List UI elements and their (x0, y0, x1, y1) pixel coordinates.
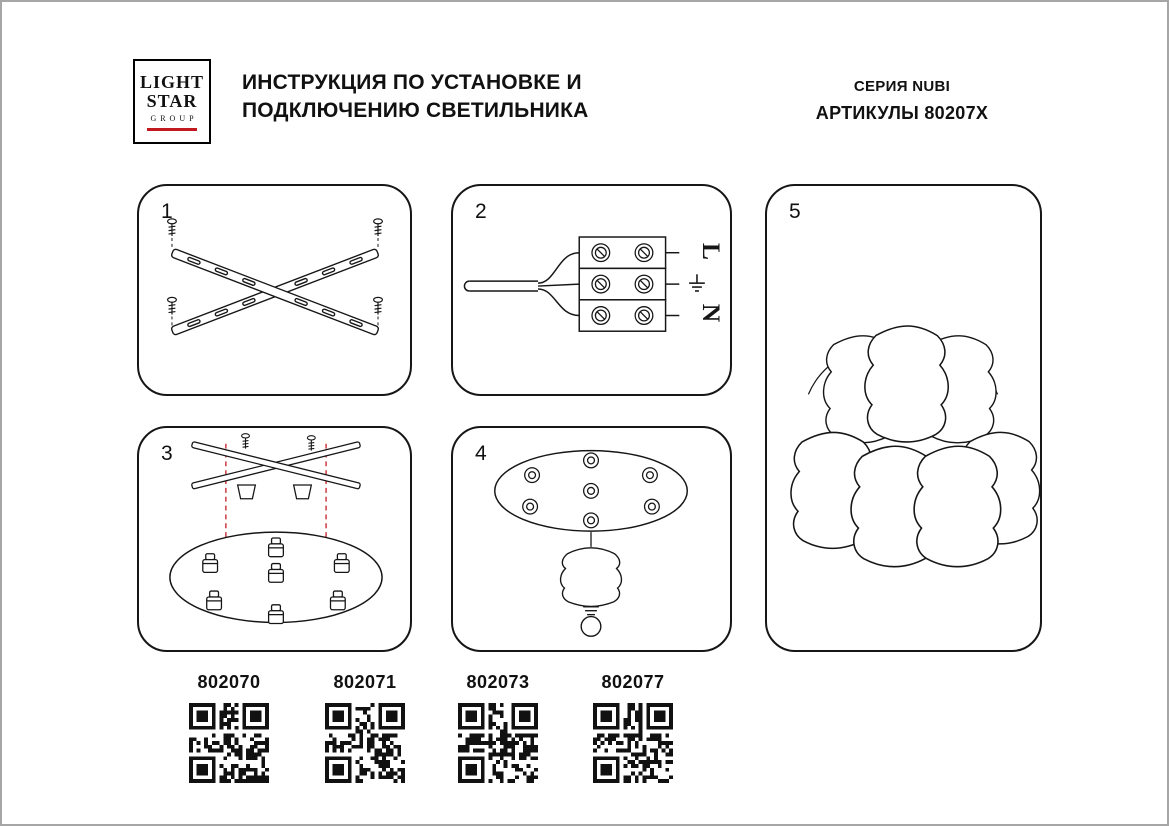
screw-icon (373, 218, 384, 237)
qr-code (325, 703, 405, 783)
screw-icon (306, 435, 316, 452)
page-title-line1: ИНСТРУКЦИЯ ПО УСТАНОВКЕ И (242, 71, 582, 94)
series-label: СЕРИЯ NUBI (853, 78, 951, 95)
page-title: ИНСТРУКЦИЯ ПО УСТАНОВКЕ И ПОДКЛЮЧЕНИЮ СВ… (242, 69, 589, 125)
bulb-icon (580, 615, 602, 637)
shade-outline (864, 325, 949, 443)
wiring-diagram: L N (463, 236, 726, 332)
step-panel-2: L N 2 (451, 184, 732, 396)
articles-label: АРТИКУЛЫ 80207X (815, 103, 989, 123)
article-code: 802077 (601, 672, 665, 692)
cable-end (463, 280, 470, 292)
step-number-5: 5 (789, 200, 801, 223)
lamp-socket-icon (524, 467, 541, 484)
logo-text-group: GROUP (150, 113, 198, 123)
chandelier-drawing (790, 325, 1040, 568)
lamp-socket-icon (522, 498, 539, 515)
alignment-guides (225, 443, 327, 554)
screw-icon (373, 296, 384, 316)
cross-bracket-top (191, 441, 361, 490)
logo-text-star: STAR (146, 90, 198, 111)
qr-code (189, 703, 269, 783)
suspension-brackets (236, 484, 313, 500)
article-block: 802071 (303, 672, 427, 783)
page-title-line2: ПОДКЛЮЧЕНИЮ СВЕТИЛЬНИКА (242, 99, 589, 122)
lamp-socket-icon (641, 467, 658, 484)
shade-assembly-diagram (494, 449, 689, 637)
article-code: 802073 (466, 672, 530, 692)
qr-code (458, 703, 538, 783)
step-panel-4: 4 (451, 426, 732, 652)
terminal-screws (591, 243, 654, 325)
article-block: 802077 (571, 672, 695, 783)
article-code: 802070 (197, 672, 261, 692)
shade-outline (559, 547, 623, 607)
logo-red-rule (147, 127, 197, 131)
neutral-label: N (697, 304, 726, 323)
bulb-base (583, 606, 599, 616)
logo-text-light: LIGHT (139, 71, 205, 92)
lamp-socket-icon (583, 452, 600, 469)
screw-icon (166, 296, 177, 316)
lamp-socket-icon (583, 482, 600, 499)
live-label: L (697, 243, 726, 260)
step-panel-5: 5 (765, 184, 1042, 652)
cross-bracket-diagram (166, 218, 384, 337)
step-number-3: 3 (161, 442, 173, 465)
step-panel-1: 1 (137, 184, 412, 396)
shade-outline (913, 445, 1002, 568)
base-plate-alignment-diagram (169, 433, 383, 625)
step-number-2: 2 (475, 200, 487, 223)
ground-icon (689, 274, 705, 292)
lightstar-logo: LIGHT STAR GROUP (133, 59, 211, 144)
step-number-4: 4 (475, 442, 487, 465)
step-number-1: 1 (161, 200, 173, 223)
article-block: 802073 (436, 672, 560, 783)
lamp-socket-icon (583, 512, 600, 529)
series-block: СЕРИЯ NUBI АРТИКУЛЫ 80207X (782, 78, 1022, 124)
qr-code (593, 703, 673, 783)
screw-icon (241, 433, 250, 450)
article-block: 802070 (167, 672, 291, 783)
article-code: 802071 (333, 672, 397, 692)
step-panel-3: 3 (137, 426, 412, 652)
lamp-socket-icon (643, 498, 660, 515)
